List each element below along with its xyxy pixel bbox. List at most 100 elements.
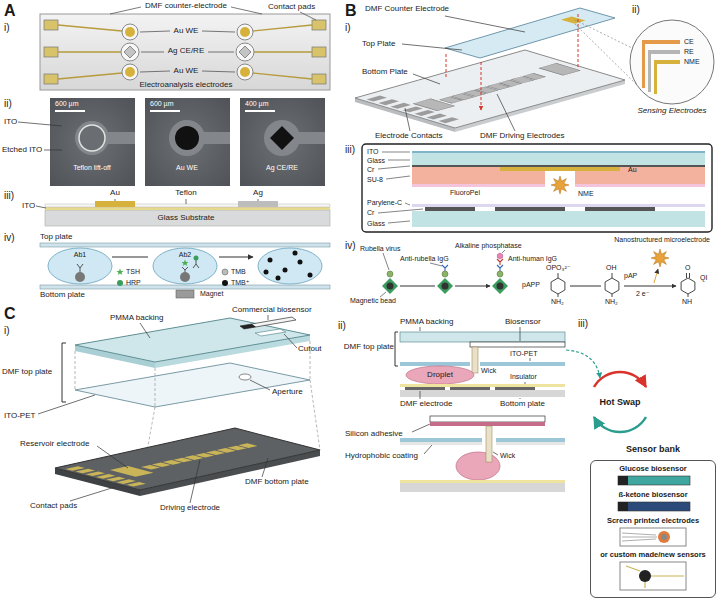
biosensor-cross-section xyxy=(405,387,445,390)
bead-assay xyxy=(382,278,508,294)
immunoassay-sequence xyxy=(194,256,199,261)
bead-assay xyxy=(387,271,503,277)
biosensor-cross-section xyxy=(400,483,565,492)
exploded-device xyxy=(127,482,146,487)
part-label: Reservoir electrode xyxy=(20,440,89,449)
electrode-chip xyxy=(44,20,326,84)
device-cross-section xyxy=(412,153,705,165)
immunoassay-sequence xyxy=(258,248,322,284)
electrode-chip xyxy=(312,74,326,84)
chem-label: NH₂ xyxy=(605,298,618,306)
electrode-chip xyxy=(237,24,253,40)
part-label: Biosensor xyxy=(505,318,541,327)
electrode-chip xyxy=(44,47,58,57)
bead-assay xyxy=(654,269,658,283)
layer-label: SU-8 xyxy=(367,176,383,184)
chem-label: OPO₃²⁻ xyxy=(546,264,570,272)
dmf-device-plates xyxy=(355,8,636,132)
part-label: Au WE xyxy=(176,164,198,172)
biosensor-cross-section xyxy=(395,332,398,366)
bead-assay xyxy=(497,271,503,277)
layer-label: Parylene-C xyxy=(367,199,402,207)
micrograph xyxy=(270,126,294,150)
dmf-device-plates xyxy=(413,99,454,111)
immunoassay-sequence xyxy=(117,269,124,276)
biosensor-cross-section xyxy=(486,426,492,462)
sensor-picture xyxy=(639,570,651,582)
exploded-device xyxy=(255,329,286,336)
part-label: Contact pads xyxy=(268,3,315,12)
dmf-device-plates xyxy=(413,63,580,111)
layer-label: Glass Substrate xyxy=(158,214,215,223)
layer-stack xyxy=(36,199,330,226)
chem-label: 2 e⁻ xyxy=(636,290,649,298)
layer-label: Au xyxy=(110,189,120,198)
exploded-device xyxy=(38,315,297,503)
subpanel-number: iii) xyxy=(578,318,588,329)
subpanel-number: i) xyxy=(345,22,351,33)
exploded-device xyxy=(75,318,310,362)
immunoassay-sequence xyxy=(117,280,123,286)
device-cross-section xyxy=(425,207,475,211)
electrode-label: NME xyxy=(684,58,700,66)
subpanel-number: ii) xyxy=(4,98,12,109)
sensor-picture xyxy=(626,566,684,588)
immunoassay-sequence xyxy=(40,243,330,247)
sensing-electrode-inset xyxy=(642,40,680,44)
subpanel-number: iii) xyxy=(345,144,355,155)
immunoassay-sequence xyxy=(283,268,288,273)
bead-assay xyxy=(380,250,505,297)
electrode-chip xyxy=(125,67,135,77)
chem-label: O xyxy=(685,264,690,272)
immunoassay-sequence xyxy=(48,248,322,284)
bead-assay xyxy=(681,278,695,294)
sensor-name: Glucose biosensor xyxy=(619,465,687,473)
part-label: Electroanalysis electrodes xyxy=(140,81,233,90)
part-label: Ag CE/RE xyxy=(266,164,298,172)
biosensor-cross-section xyxy=(420,327,530,399)
sensor-picture xyxy=(620,562,686,590)
electrode-chip xyxy=(44,20,58,30)
biosensor-cross-section xyxy=(400,480,565,483)
layer-stack xyxy=(95,201,135,207)
biosensor-cross-section xyxy=(400,390,565,397)
scale-label: 400 µm xyxy=(245,100,269,108)
bead-assay xyxy=(380,249,695,297)
part-label: Sensing Electrodes xyxy=(638,107,707,116)
exploded-device xyxy=(238,443,257,448)
bead-assay xyxy=(551,273,695,297)
biosensor-cross-section xyxy=(400,332,565,342)
chem-label: NH₂ xyxy=(551,298,564,306)
panel-letter: A xyxy=(4,2,16,20)
immunoassay-sequence xyxy=(222,269,228,275)
part-label: Wick xyxy=(500,452,515,460)
exploded-device xyxy=(106,477,125,482)
bead-assay xyxy=(442,283,449,290)
subpanel-number: ii) xyxy=(338,320,346,331)
part-label: Driving electrode xyxy=(160,504,220,513)
part-label: Electrode Contacts xyxy=(375,132,443,141)
part-label: Bottom Plate xyxy=(362,68,408,77)
part-label: DMF top plate xyxy=(2,368,52,377)
part-label: Ab2 xyxy=(179,251,191,259)
dmf-device-plates xyxy=(575,20,636,84)
biosensor-cross-section xyxy=(395,327,600,492)
sensor-picture xyxy=(618,502,628,511)
electrode-chip xyxy=(237,64,253,80)
part-label: ITO-PET xyxy=(510,350,537,358)
device-cross-section xyxy=(362,144,712,232)
hot-swap-label: Hot Swap xyxy=(599,398,640,408)
bead-assay xyxy=(442,265,503,271)
immunoassay-sequence xyxy=(40,243,330,298)
layer-label: Glass xyxy=(367,157,385,165)
bead-assay xyxy=(497,253,502,259)
part-label: Au WE xyxy=(174,27,199,36)
part-label: Droplet xyxy=(427,371,453,380)
part-label: DMF counter-electrode xyxy=(145,2,227,11)
key-label: TMB⁺ xyxy=(231,279,249,287)
layer-label: NME xyxy=(578,190,594,198)
biosensor-cross-section xyxy=(480,362,565,366)
sensor-picture xyxy=(618,502,690,511)
part-label: Cutout xyxy=(298,345,322,354)
